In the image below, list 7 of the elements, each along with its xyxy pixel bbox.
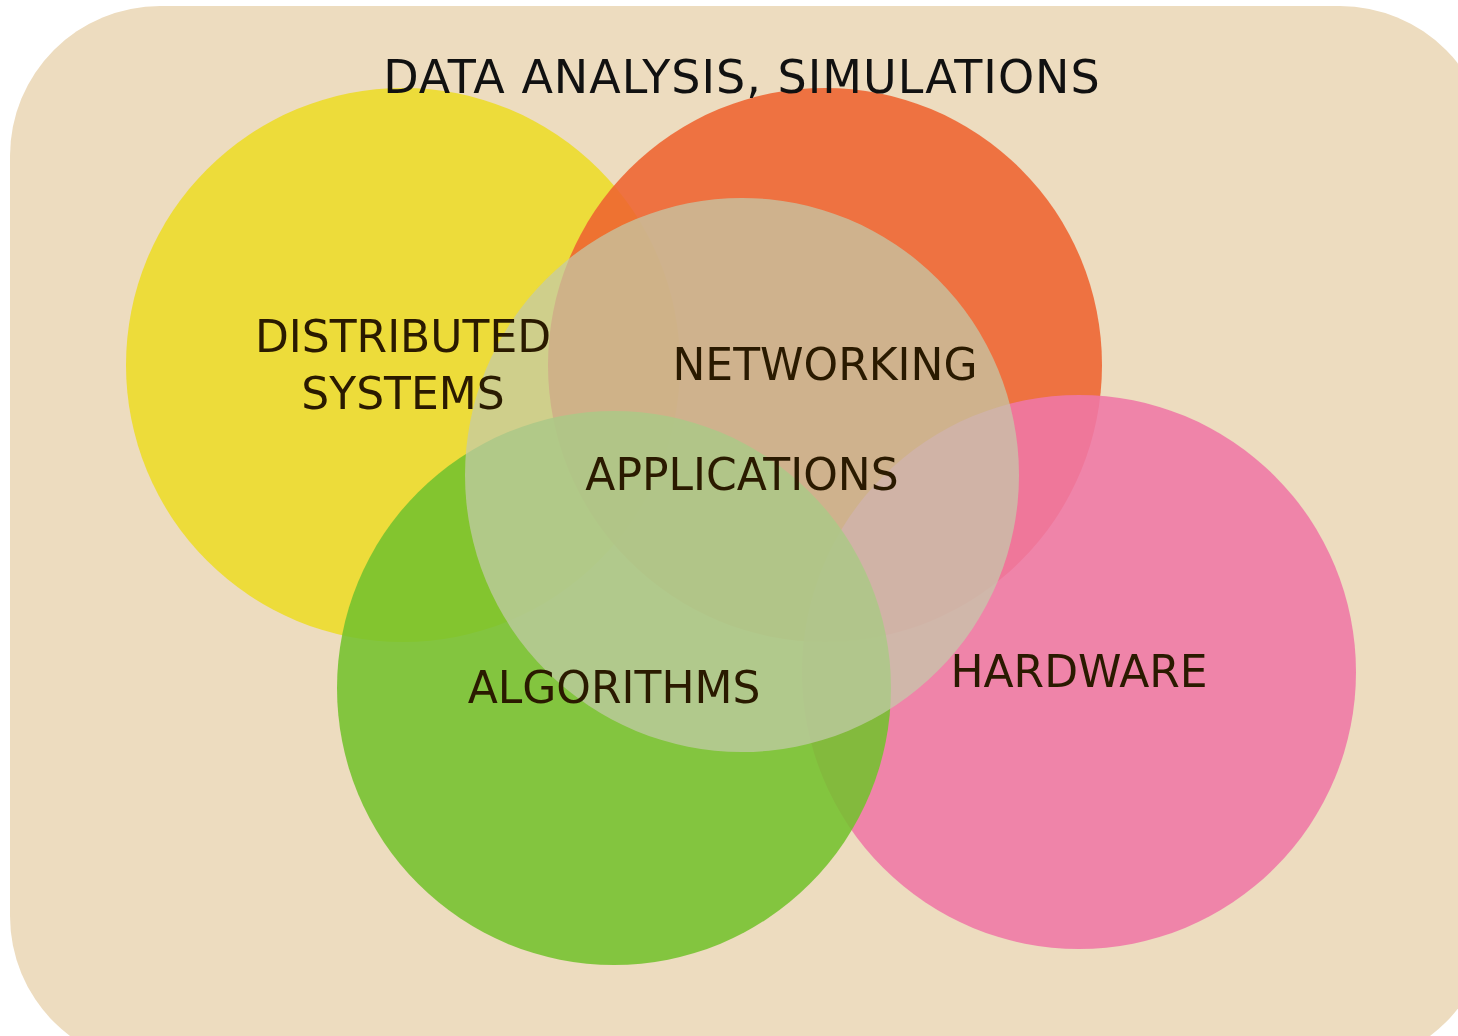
- circle-label: NETWORKING: [671, 338, 979, 393]
- circle-label: HARDWARE: [949, 645, 1209, 700]
- circle-label: APPLICATIONS: [584, 448, 900, 503]
- panel-heading: DATA ANALYSIS, SIMULATIONS: [382, 50, 1102, 104]
- circle-label: DISTRIBUTED SYSTEMS: [253, 309, 553, 421]
- circle-label: ALGORITHMS: [466, 661, 762, 716]
- background-panel: [10, 6, 1458, 1036]
